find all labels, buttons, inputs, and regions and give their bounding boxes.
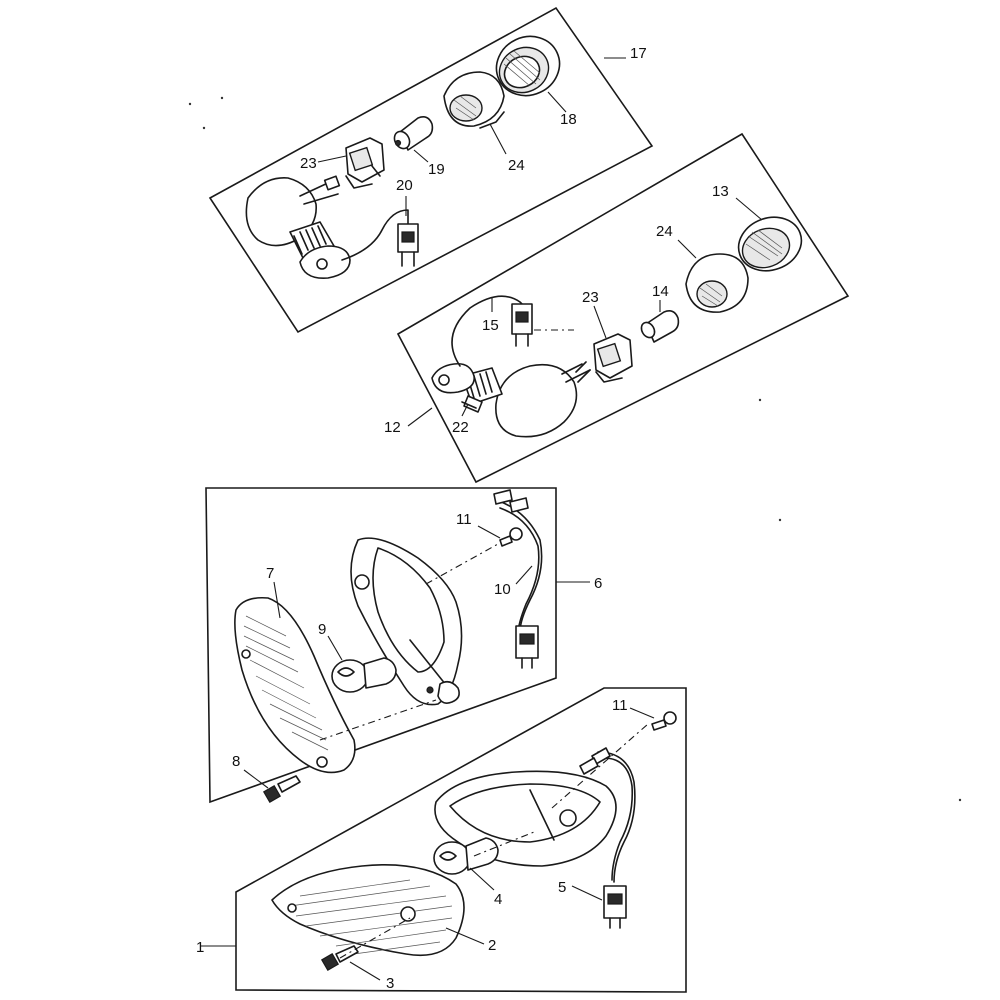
callout-5: 5 xyxy=(558,879,566,896)
part-8-screw xyxy=(262,775,301,804)
part-4-bulb xyxy=(433,837,499,875)
part-15-connector xyxy=(511,303,533,347)
part-12-housing xyxy=(431,295,591,438)
part-9-bulb xyxy=(331,657,397,693)
part-24-socket-cover-a xyxy=(443,71,505,129)
callout-11-lower: 11 xyxy=(612,697,628,714)
callout-17: 17 xyxy=(630,45,647,62)
part-23-socket-b xyxy=(575,333,633,383)
callout-3: 3 xyxy=(386,975,394,992)
part-3-screw xyxy=(320,945,359,972)
part-14-bulb xyxy=(640,310,680,343)
assembly-1-frame xyxy=(235,687,687,993)
callout-11-upper: 11 xyxy=(456,511,472,528)
part-23-socket-a xyxy=(345,137,385,189)
callout-24-upper: 24 xyxy=(508,157,525,174)
part-11-screw-a xyxy=(499,527,523,547)
callout-1: 1 xyxy=(196,939,204,956)
callout-15: 15 xyxy=(482,317,499,334)
assembly-6-frame xyxy=(205,487,557,804)
callout-2: 2 xyxy=(488,937,496,954)
part-18-lens-ring xyxy=(495,35,561,97)
part-13-lens-ring xyxy=(737,216,803,272)
callout-9: 9 xyxy=(318,621,326,638)
callout-24-middle: 24 xyxy=(656,223,673,240)
callout-18: 18 xyxy=(560,111,577,128)
part-20-connector xyxy=(397,223,419,267)
callout-8: 8 xyxy=(232,753,240,770)
assembly-17-frame xyxy=(208,6,654,334)
part-24-socket-cover-b xyxy=(685,253,749,313)
callout-22: 22 xyxy=(452,419,469,436)
callout-7: 7 xyxy=(266,565,274,582)
part-7-lens xyxy=(234,596,356,774)
callout-23-upper: 23 xyxy=(300,155,317,172)
callout-10: 10 xyxy=(494,581,511,598)
callout-12: 12 xyxy=(384,419,401,436)
callout-14: 14 xyxy=(652,283,669,300)
assembly-12-frame xyxy=(396,132,850,484)
part-11-screw-b xyxy=(651,711,677,731)
assembly-1-parts xyxy=(271,711,677,972)
assembly-12-parts xyxy=(431,216,803,438)
part-19-bulb xyxy=(393,116,434,151)
part-5-wiring xyxy=(579,747,636,929)
callout-19: 19 xyxy=(428,161,445,178)
part-22-bolt xyxy=(461,395,483,413)
part-10-wiring xyxy=(493,489,543,669)
callout-labels: 17 18 19 20 23 24 13 24 23 14 15 12 xyxy=(196,45,763,992)
assembly-17-parts xyxy=(245,35,561,279)
callout-20: 20 xyxy=(396,177,413,194)
assembly-6-parts xyxy=(234,489,543,804)
callout-4: 4 xyxy=(494,891,502,908)
callout-23-middle: 23 xyxy=(582,289,599,306)
callout-13: 13 xyxy=(712,183,729,200)
scan-noise xyxy=(188,96,962,802)
part-6-housing xyxy=(350,537,463,706)
part-2-lens xyxy=(271,864,465,957)
callout-6: 6 xyxy=(594,575,602,592)
part-17-housing xyxy=(245,175,419,279)
